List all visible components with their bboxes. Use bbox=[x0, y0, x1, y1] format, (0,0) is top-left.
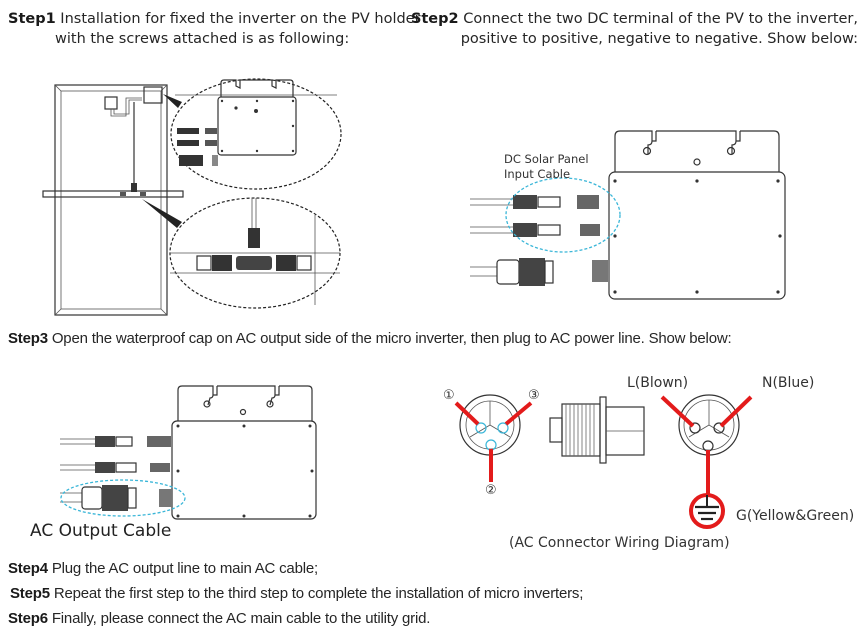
ac-side-cables bbox=[60, 436, 171, 511]
t-connector-zoom bbox=[196, 228, 312, 271]
step4-body: Plug the AC output line to main AC cable… bbox=[51, 560, 318, 577]
ground-icon bbox=[689, 493, 725, 529]
inverter-step3 bbox=[159, 385, 317, 520]
step4-text: Step4 Plug the AC output line to main AC… bbox=[8, 559, 318, 579]
step2-text: Step2 Connect the two DC terminal of the… bbox=[411, 9, 858, 29]
connector-face-numbered bbox=[454, 394, 533, 482]
ac-output-label: AC Output Cable bbox=[30, 521, 172, 541]
ground-label: G(Yellow&Green) bbox=[736, 508, 855, 524]
pin1-label: ① bbox=[443, 388, 455, 403]
pin1-pointer bbox=[454, 401, 480, 426]
pv-panel bbox=[54, 84, 168, 316]
dc-input-label: DC Solar Panel Input Cable bbox=[504, 152, 589, 182]
step3-text: Step3 Open the waterproof cap on AC outp… bbox=[8, 329, 732, 349]
step5-label: Step5 bbox=[10, 585, 50, 602]
step2-line2: positive to positive, negative to negati… bbox=[460, 31, 858, 47]
step5-text: Step5 Repeat the first step to the third… bbox=[10, 584, 583, 604]
mini-inverter bbox=[143, 86, 163, 104]
step5-body: Repeat the first step to the third step … bbox=[53, 585, 584, 602]
magnify-oval-top bbox=[170, 78, 342, 190]
step1-text: Step1 Installation for fixed the inverte… bbox=[8, 9, 421, 29]
inverter-step2 bbox=[592, 130, 786, 300]
inverter-zoom-top bbox=[177, 79, 297, 166]
step3-body: Open the waterproof cap on AC output sid… bbox=[51, 330, 732, 347]
step6-body: Finally, please connect the AC main cabl… bbox=[51, 610, 431, 627]
live-label: L(Blown) bbox=[627, 375, 689, 391]
zoom-pointer-bottom bbox=[142, 199, 182, 228]
mounting-rail bbox=[42, 190, 184, 198]
step1-line2: with the screws attached is as following… bbox=[55, 31, 350, 47]
connector-face-labeled bbox=[660, 394, 753, 494]
live-pointer bbox=[660, 395, 695, 428]
step6-text: Step6 Finally, please connect the AC mai… bbox=[8, 609, 430, 629]
step2-label: Step2 bbox=[410, 11, 459, 27]
dc-input-label-line2: Input Cable bbox=[504, 167, 571, 181]
zoom-pointer-top bbox=[163, 94, 182, 108]
step1-label: Step1 bbox=[8, 11, 56, 27]
step6-label: Step6 bbox=[8, 610, 48, 627]
neutral-pointer bbox=[719, 395, 753, 428]
dc-input-highlight bbox=[505, 177, 621, 253]
pin3-pointer bbox=[504, 401, 533, 426]
step3-label: Step3 bbox=[8, 330, 48, 347]
dc-cables bbox=[470, 195, 600, 286]
wiring-caption: (AC Connector Wiring Diagram) bbox=[509, 535, 730, 551]
neutral-label: N(Blue) bbox=[762, 375, 815, 391]
step4-label: Step4 bbox=[8, 560, 48, 577]
step1-line1: Installation for fixed the inverter on t… bbox=[60, 11, 421, 27]
pin2-label: ② bbox=[485, 483, 497, 498]
pin3-label: ③ bbox=[528, 388, 540, 403]
ac-output-highlight bbox=[60, 479, 186, 517]
connector-side-view bbox=[549, 396, 645, 464]
dc-input-label-line1: DC Solar Panel bbox=[504, 152, 589, 166]
step2-line1: Connect the two DC terminal of the PV to… bbox=[463, 11, 858, 27]
